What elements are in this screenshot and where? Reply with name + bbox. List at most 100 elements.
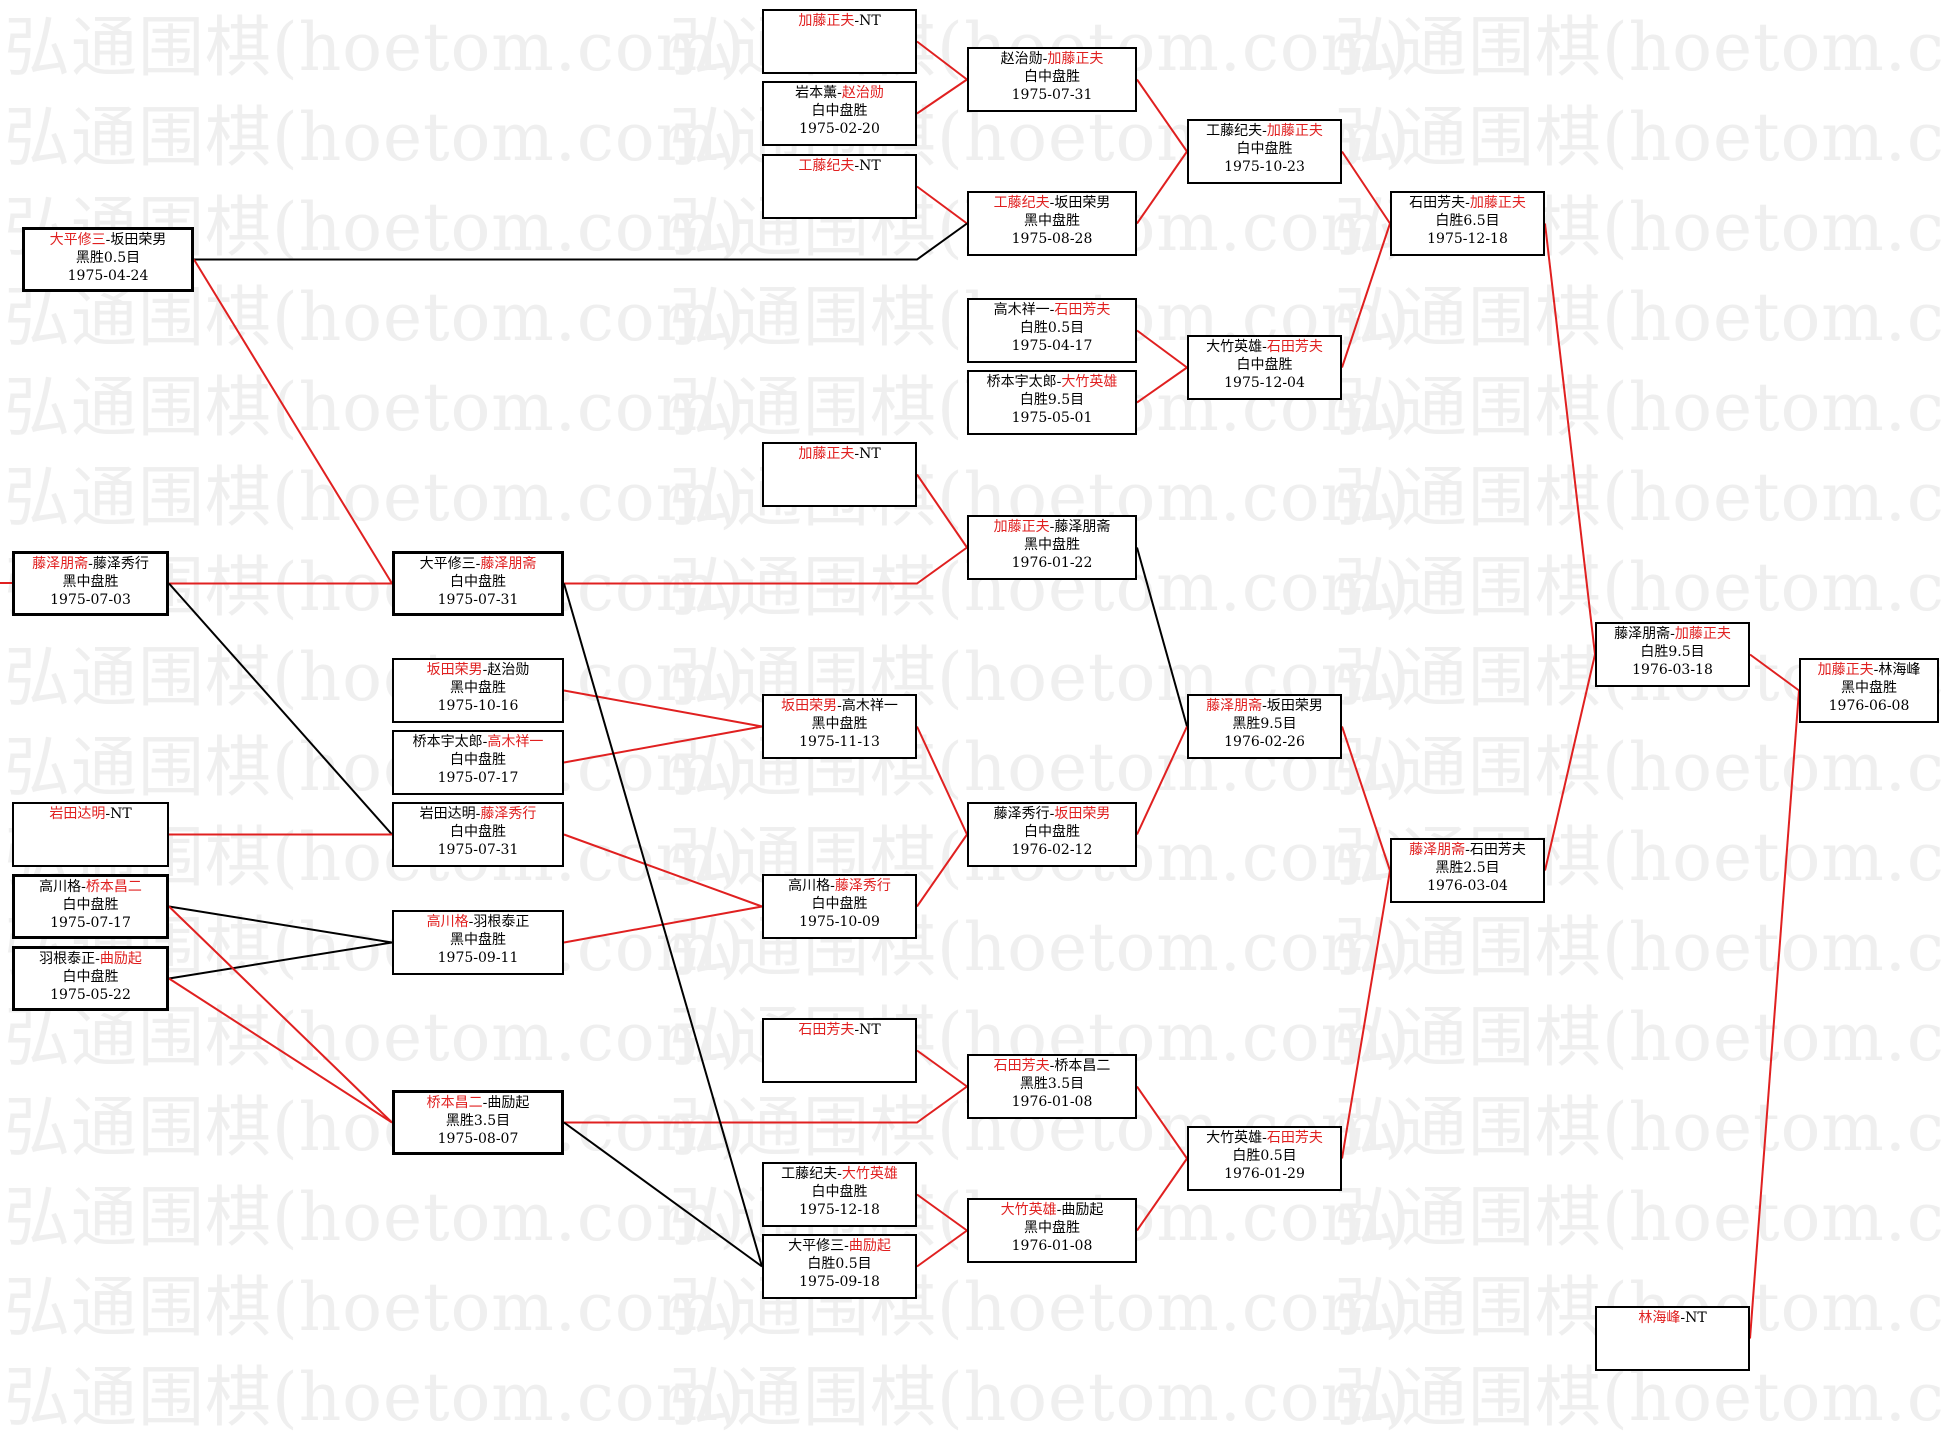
player-white: 加藤正夫: [1266, 123, 1323, 139]
match-players: 藤泽朋斋-加藤正夫: [1597, 625, 1748, 643]
separator: -: [837, 85, 842, 101]
separator: -: [1049, 806, 1055, 822]
match-date: 1975-07-17: [50, 915, 131, 931]
match-players: 高川格-桥本昌二: [15, 878, 166, 896]
player-black: 大竹英雄: [1206, 1130, 1263, 1146]
player-black: 大平修三: [788, 1238, 845, 1254]
match-result: 黑中盘胜: [450, 932, 506, 948]
match-result: 白胜0.5目: [1232, 1148, 1297, 1164]
player-black: 桥本宇太郎: [986, 374, 1057, 390]
match-players: 石田芳夫-加藤正夫: [1392, 194, 1543, 212]
winner-path-line: [1544, 654, 1596, 871]
match-players: 坂田荣男-赵治勋: [394, 661, 562, 679]
match-result: 白中盘胜: [450, 574, 506, 590]
match-date: 1975-07-31: [1011, 87, 1093, 103]
match-players: 桥本昌二-曲励起: [395, 1094, 561, 1112]
match-players: 工藤纪夫-坂田荣男: [969, 194, 1135, 212]
player-white: 赵治勋: [841, 85, 884, 101]
match-players: 大竹英雄-曲励起: [969, 1201, 1135, 1219]
winner-path-line: [563, 725, 763, 764]
player-black: 大竹英雄: [1206, 339, 1263, 355]
match-players: 加藤正夫-NT: [764, 12, 915, 30]
winner-path-line: [1341, 726, 1391, 871]
match-players: 石田芳夫-桥本昌二: [969, 1057, 1135, 1075]
player-white: 曲励起: [99, 951, 142, 967]
player-black: 高川格: [788, 878, 831, 894]
match-players: 加藤正夫-藤泽朋斋: [969, 518, 1135, 536]
match-date: 1975-12-18: [799, 1202, 880, 1218]
player-white: 加藤正夫: [1469, 195, 1526, 211]
loser-path-line: [168, 941, 393, 980]
player-white: 石田芳夫: [1266, 1130, 1323, 1146]
winner-path-line: [564, 546, 968, 585]
separator: -: [1465, 842, 1470, 858]
player-white: 藤泽秀行: [480, 806, 537, 822]
match-date: 1975-04-24: [67, 268, 149, 284]
match-date: 1976-01-22: [1011, 555, 1093, 571]
separator: -: [81, 879, 86, 895]
match-result: 白胜9.5目: [1019, 392, 1085, 408]
match-players: 坂田荣男-高木祥一: [764, 697, 915, 715]
player-white: 大竹英雄: [1061, 374, 1118, 390]
player-black: 工藤纪夫: [798, 158, 855, 174]
player-white: NT: [1685, 1310, 1707, 1326]
winner-path-line: [916, 1049, 968, 1088]
match-date: 1976-06-08: [1828, 698, 1910, 714]
player-white: 坂田荣男: [110, 232, 167, 248]
match-players: 岩田达明-藤泽秀行: [394, 805, 562, 823]
player-black: 藤泽朋斋: [1614, 626, 1671, 642]
player-black: 坂田荣男: [426, 662, 483, 678]
loser-path-line: [168, 905, 393, 944]
winner-path-line: [1136, 1085, 1188, 1160]
player-black: 林海峰: [1638, 1310, 1681, 1326]
match-result: 白中盘胜: [450, 824, 506, 840]
separator: -: [95, 951, 100, 967]
separator: -: [105, 806, 111, 822]
separator: -: [475, 556, 481, 572]
match-date: 1975-08-28: [1011, 231, 1093, 247]
separator: -: [1262, 698, 1267, 714]
match-date: 1975-07-17: [437, 770, 519, 786]
match-players: 藤泽朋斋-藤泽秀行: [15, 555, 166, 573]
separator: -: [854, 158, 860, 174]
player-white: 赵治勋: [487, 662, 530, 678]
match-date: 1976-03-04: [1427, 878, 1508, 894]
winner-path-line: [1136, 329, 1188, 369]
winner-path-line: [563, 689, 763, 728]
player-white: NT: [859, 158, 881, 174]
match-players: 藤泽朋斋-坂田荣男: [1189, 697, 1340, 715]
player-black: 藤泽朋斋: [1409, 842, 1466, 858]
player-black: 羽根泰正: [39, 951, 96, 967]
winner-path-line: [916, 473, 968, 549]
match-result: 白中盘胜: [1024, 824, 1080, 840]
winner-path-line: [1136, 726, 1188, 835]
separator: -: [1049, 302, 1055, 318]
loser-path-line: [168, 582, 393, 836]
player-black: 大平修三: [419, 556, 476, 572]
match-date: 1975-05-22: [50, 987, 131, 1003]
separator: -: [854, 446, 860, 462]
player-white: NT: [859, 1022, 881, 1038]
match-players: 加藤正夫-林海峰: [1801, 661, 1937, 679]
match-result: 黑胜2.5目: [1435, 860, 1500, 876]
player-white: 加藤正夫: [1047, 51, 1104, 67]
match-date: 1975-12-04: [1224, 375, 1305, 391]
match-result: 黑胜9.5目: [1232, 716, 1297, 732]
match-result: 白胜0.5目: [1019, 320, 1085, 336]
match-players: 藤泽朋斋-石田芳夫: [1392, 841, 1543, 859]
